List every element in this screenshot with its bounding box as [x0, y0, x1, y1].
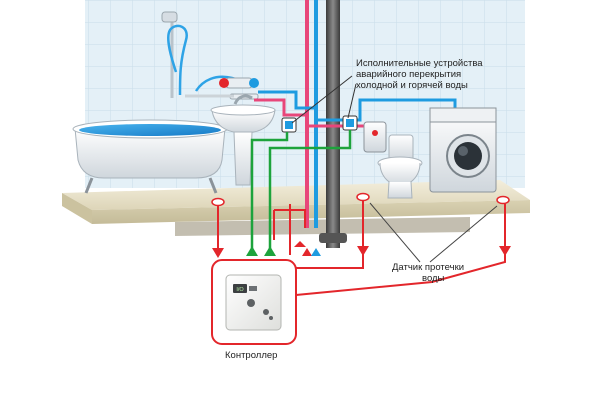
controller-label-text: Контроллер: [225, 350, 278, 361]
leak-sensor: [211, 197, 225, 207]
leak-sensor: [496, 195, 510, 205]
washbasin: [210, 94, 276, 186]
toilet: [377, 134, 423, 199]
sensor-label: Датчик протечки воды: [392, 262, 464, 284]
controller: I/O: [211, 259, 297, 345]
mixer-tap: [185, 75, 259, 100]
actuator-label-line: холодной и горячей воды: [356, 80, 468, 91]
actuator-label-line: Исполнительные устройства: [356, 58, 483, 69]
signal-arrowheads: [212, 241, 511, 258]
controller-label: Контроллер: [225, 350, 277, 361]
valve-actuator-left: [281, 117, 297, 133]
water-heater: [363, 121, 387, 153]
floor-slab: [62, 180, 530, 236]
leak-sensors: [211, 192, 510, 207]
washing-machine: [429, 107, 497, 193]
actuator-label-line: аварийного перекрытия: [356, 69, 462, 80]
sensor-label-line: Датчик протечки: [392, 262, 465, 273]
leak-sensor: [356, 192, 370, 202]
control-lines: [250, 130, 352, 255]
pipe-inlet-arrows: [302, 248, 321, 256]
bathtub: [72, 119, 228, 194]
controller-display: I/O: [236, 287, 244, 293]
actuator-label: Исполнительные устройства аварийного пер…: [356, 58, 483, 91]
control-arrowheads: [246, 246, 276, 256]
shower: [161, 11, 188, 98]
sensor-label-line: воды: [422, 273, 445, 284]
